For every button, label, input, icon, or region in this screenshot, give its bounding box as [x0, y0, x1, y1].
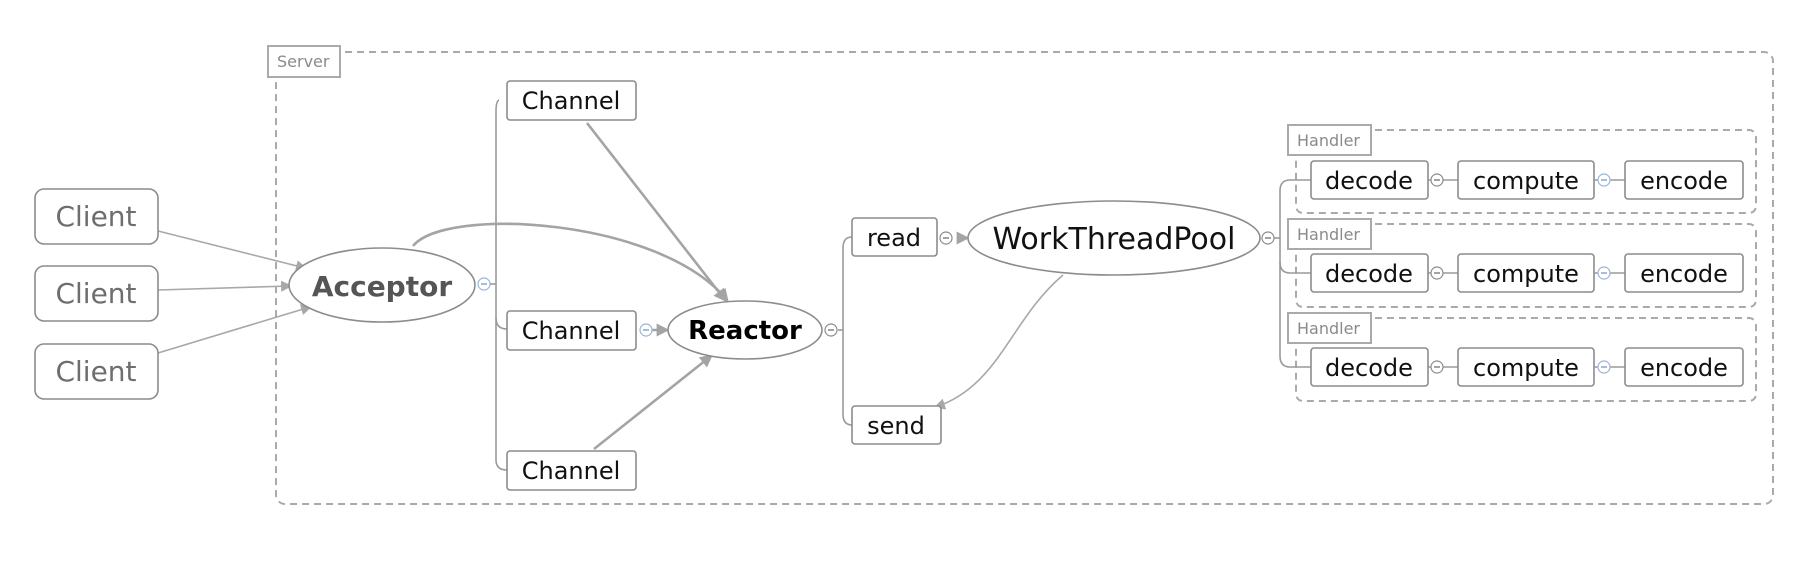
client-node-3[interactable]: Client	[34, 343, 159, 400]
arrows	[157, 122, 1064, 451]
encode-label-1: encode	[1640, 167, 1728, 195]
encode-label-2: encode	[1640, 260, 1728, 288]
channel1-to-reactor-arrow	[585, 122, 727, 303]
compute-collapse-toggle-2[interactable]	[1597, 266, 1611, 280]
handler-label-3: Handler	[1297, 319, 1360, 338]
channel-label-1: Channel	[522, 87, 621, 115]
decode-node-1[interactable]: decode	[1310, 160, 1429, 200]
acceptor-to-reactor-arrow	[411, 222, 729, 303]
send-node[interactable]: send	[851, 405, 942, 445]
acceptor-branch-mid	[495, 317, 508, 330]
acceptor-branch	[495, 99, 508, 471]
encode-node-2[interactable]: encode	[1624, 253, 1744, 293]
pool-collapse-toggle[interactable]	[1261, 231, 1275, 245]
compute-label-1: compute	[1473, 167, 1579, 195]
acceptor-collapse-toggle[interactable]	[477, 277, 491, 291]
workthreadpool-node[interactable]: WorkThreadPool	[967, 200, 1261, 276]
compute-collapse-toggle-1[interactable]	[1597, 173, 1611, 187]
channel3-to-reactor-arrow	[593, 354, 714, 451]
client-label-1: Client	[55, 200, 136, 233]
channel-label-3: Channel	[522, 457, 621, 485]
client-label-3: Client	[55, 355, 136, 388]
handler-group-2	[1295, 223, 1757, 308]
channel-node-2[interactable]: Channel	[506, 310, 637, 351]
handler-tag-1	[1287, 124, 1372, 156]
reactor-node[interactable]: Reactor	[667, 300, 823, 360]
channel-label-2: Channel	[522, 317, 621, 345]
compute-label-2: compute	[1473, 260, 1579, 288]
compute-node-3[interactable]: compute	[1457, 347, 1595, 387]
decode-label-1: decode	[1325, 167, 1413, 195]
send-label: send	[867, 412, 925, 440]
compute-collapse-toggle-3[interactable]	[1597, 360, 1611, 374]
client-node-1[interactable]: Client	[34, 188, 159, 245]
encode-node-3[interactable]: encode	[1624, 347, 1744, 387]
acceptor-label: Acceptor	[312, 270, 453, 303]
channel-collapse-toggle[interactable]	[639, 323, 653, 337]
decode-collapse-toggle-2[interactable]	[1430, 266, 1444, 280]
handler-label-1: Handler	[1297, 131, 1360, 150]
pool-to-send-arrow	[933, 274, 1064, 410]
compute-node-2[interactable]: compute	[1457, 253, 1595, 293]
handler-tag-3	[1287, 312, 1372, 344]
decode-label-3: decode	[1325, 354, 1413, 382]
workthreadpool-label: WorkThreadPool	[993, 222, 1236, 257]
handler-group-3	[1295, 317, 1757, 402]
decode-label-2: decode	[1325, 260, 1413, 288]
decode-collapse-toggle-1[interactable]	[1430, 173, 1444, 187]
compute-node-1[interactable]: compute	[1457, 160, 1595, 200]
read-collapse-toggle[interactable]	[939, 231, 953, 245]
acceptor-node[interactable]: Acceptor	[288, 247, 476, 323]
reactor-collapse-toggle[interactable]	[824, 323, 838, 337]
handler-tag-2	[1287, 218, 1372, 250]
pool-branch	[1279, 179, 1311, 368]
channel-node-1[interactable]: Channel	[506, 80, 637, 121]
reactor-branch	[842, 236, 853, 426]
handler-label-2: Handler	[1297, 225, 1360, 244]
channel-node-3[interactable]: Channel	[506, 450, 637, 491]
compute-label-3: compute	[1473, 354, 1579, 382]
reactor-label: Reactor	[688, 316, 802, 346]
client3-to-acceptor-arrow	[157, 304, 313, 354]
client-node-2[interactable]: Client	[34, 265, 159, 322]
connector-lines	[489, 99, 1625, 471]
server-tag	[267, 45, 341, 78]
encode-label-3: encode	[1640, 354, 1728, 382]
read-label: read	[867, 224, 921, 252]
pool-branch-mid	[1279, 261, 1311, 274]
client2-to-acceptor-arrow	[157, 280, 293, 292]
decode-node-3[interactable]: decode	[1310, 347, 1429, 387]
handler-group-1	[1295, 129, 1757, 214]
server-label: Server	[277, 52, 330, 71]
client-label-2: Client	[55, 277, 136, 310]
server-boundary	[275, 51, 1774, 505]
decode-collapse-toggle-3[interactable]	[1430, 360, 1444, 374]
client1-to-acceptor-arrow	[157, 230, 308, 272]
encode-node-1[interactable]: encode	[1624, 160, 1744, 200]
decode-node-2[interactable]: decode	[1310, 253, 1429, 293]
read-node[interactable]: read	[851, 217, 938, 257]
